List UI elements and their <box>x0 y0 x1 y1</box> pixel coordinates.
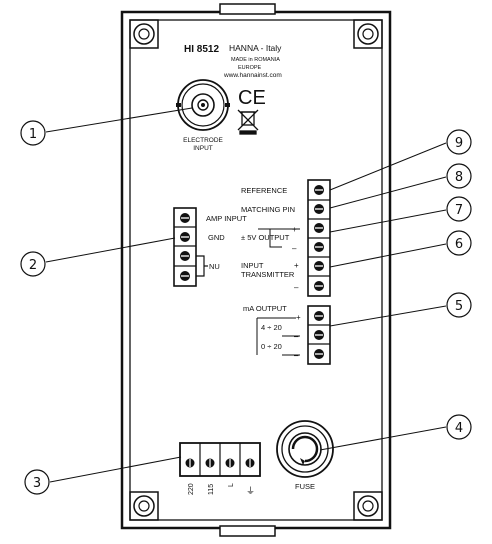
ma-output-label: mA OUTPUT <box>243 304 287 313</box>
input-transmitter-label-line1: INPUT <box>241 261 264 270</box>
corner-screw-top-left <box>129 19 159 49</box>
right-terminal-block-upper <box>307 179 331 297</box>
plus-sign: + <box>296 313 301 322</box>
callout-7: 7 <box>446 196 472 222</box>
power-label-220: 220 <box>188 483 195 495</box>
power-label-ground: ⏚ <box>246 486 255 496</box>
svg-text:3: 3 <box>33 476 41 491</box>
plus-sign: + <box>294 261 299 270</box>
callout-9: 9 <box>446 129 472 155</box>
svg-text:4: 4 <box>455 421 463 436</box>
leader-lines <box>45 107 447 483</box>
minus-sign: – <box>294 283 299 292</box>
svg-text:5: 5 <box>455 299 463 314</box>
minus-sign: – <box>292 244 297 253</box>
bnc-label-line2: INPUT <box>193 145 213 152</box>
terminal-screw <box>180 271 190 281</box>
gnd-label: GND <box>208 233 225 242</box>
callout-3: 3 <box>24 469 50 495</box>
svg-text:8: 8 <box>455 170 463 185</box>
reference-label: REFERENCE <box>241 186 287 195</box>
matching-pin-label: MATCHING PIN <box>241 205 295 214</box>
bnc-electrode-connector <box>176 79 230 131</box>
terminal-screw <box>314 311 324 321</box>
right-terminal-block-lower <box>307 305 331 365</box>
callout-2: 2 <box>20 251 46 277</box>
amp-input-label: AMP INPUT <box>206 214 247 223</box>
power-label-l: L <box>228 483 235 487</box>
nu-label: NU <box>209 262 220 271</box>
callout-markers: 1 2 3 4 5 6 7 8 <box>20 120 472 495</box>
svg-text:2: 2 <box>29 258 37 273</box>
callout-5: 5 <box>446 292 472 318</box>
input-transmitter-label-line2: TRANSMITTER <box>241 270 295 279</box>
ce-mark: CE <box>238 87 266 109</box>
terminal-screw <box>314 204 324 214</box>
terminal-screw <box>314 185 324 195</box>
power-terminal-block <box>179 442 261 477</box>
crossed-bin-icon <box>237 109 259 135</box>
terminal-screw <box>180 251 190 261</box>
corner-screw-bottom-left <box>129 491 159 521</box>
terminal-screw <box>180 213 190 223</box>
corner-screw-top-right <box>353 19 383 49</box>
svg-text:1: 1 <box>29 127 37 142</box>
power-label-115: 115 <box>208 484 215 495</box>
brand-text: HANNA - Italy <box>229 43 282 53</box>
fuse-label: FUSE <box>295 482 315 491</box>
website-text: www.hannainst.com <box>223 72 282 79</box>
terminal-screw <box>225 458 235 468</box>
callout-4: 4 <box>446 414 472 440</box>
terminal-screw <box>314 349 324 359</box>
terminal-screw <box>245 458 255 468</box>
callout-8: 8 <box>446 163 472 189</box>
terminal-screw <box>185 458 195 468</box>
callout-1: 1 <box>20 120 46 146</box>
corner-screw-bottom-right <box>353 491 383 521</box>
5v-output-label: ± 5V OUTPUT <box>241 233 290 242</box>
made-in-text: MADE in ROMANIA <box>231 57 280 63</box>
terminal-screw <box>314 281 324 291</box>
terminal-screw <box>314 261 324 271</box>
left-terminal-block <box>173 207 197 287</box>
fuse-holder <box>276 420 334 478</box>
range-0-20-label: 0 ÷ 20 <box>261 342 282 351</box>
svg-text:9: 9 <box>455 136 463 151</box>
minus-sign: – <box>294 332 299 341</box>
terminal-screw <box>314 242 324 252</box>
terminal-screw <box>180 232 190 242</box>
terminal-screw <box>314 223 324 233</box>
bnc-label-line1: ELECTRODE <box>183 137 223 144</box>
minus-sign: – <box>294 351 299 360</box>
region-text: EUROPE <box>238 65 262 71</box>
svg-text:7: 7 <box>455 203 463 218</box>
range-4-20-label: 4 ÷ 20 <box>261 323 282 332</box>
panel-body <box>120 3 392 537</box>
callout-6: 6 <box>446 230 472 256</box>
terminal-screw <box>205 458 215 468</box>
plus-sign: + <box>292 225 297 234</box>
model-number: HI 8512 <box>184 44 219 55</box>
svg-text:6: 6 <box>455 237 463 252</box>
terminal-screw <box>314 330 324 340</box>
